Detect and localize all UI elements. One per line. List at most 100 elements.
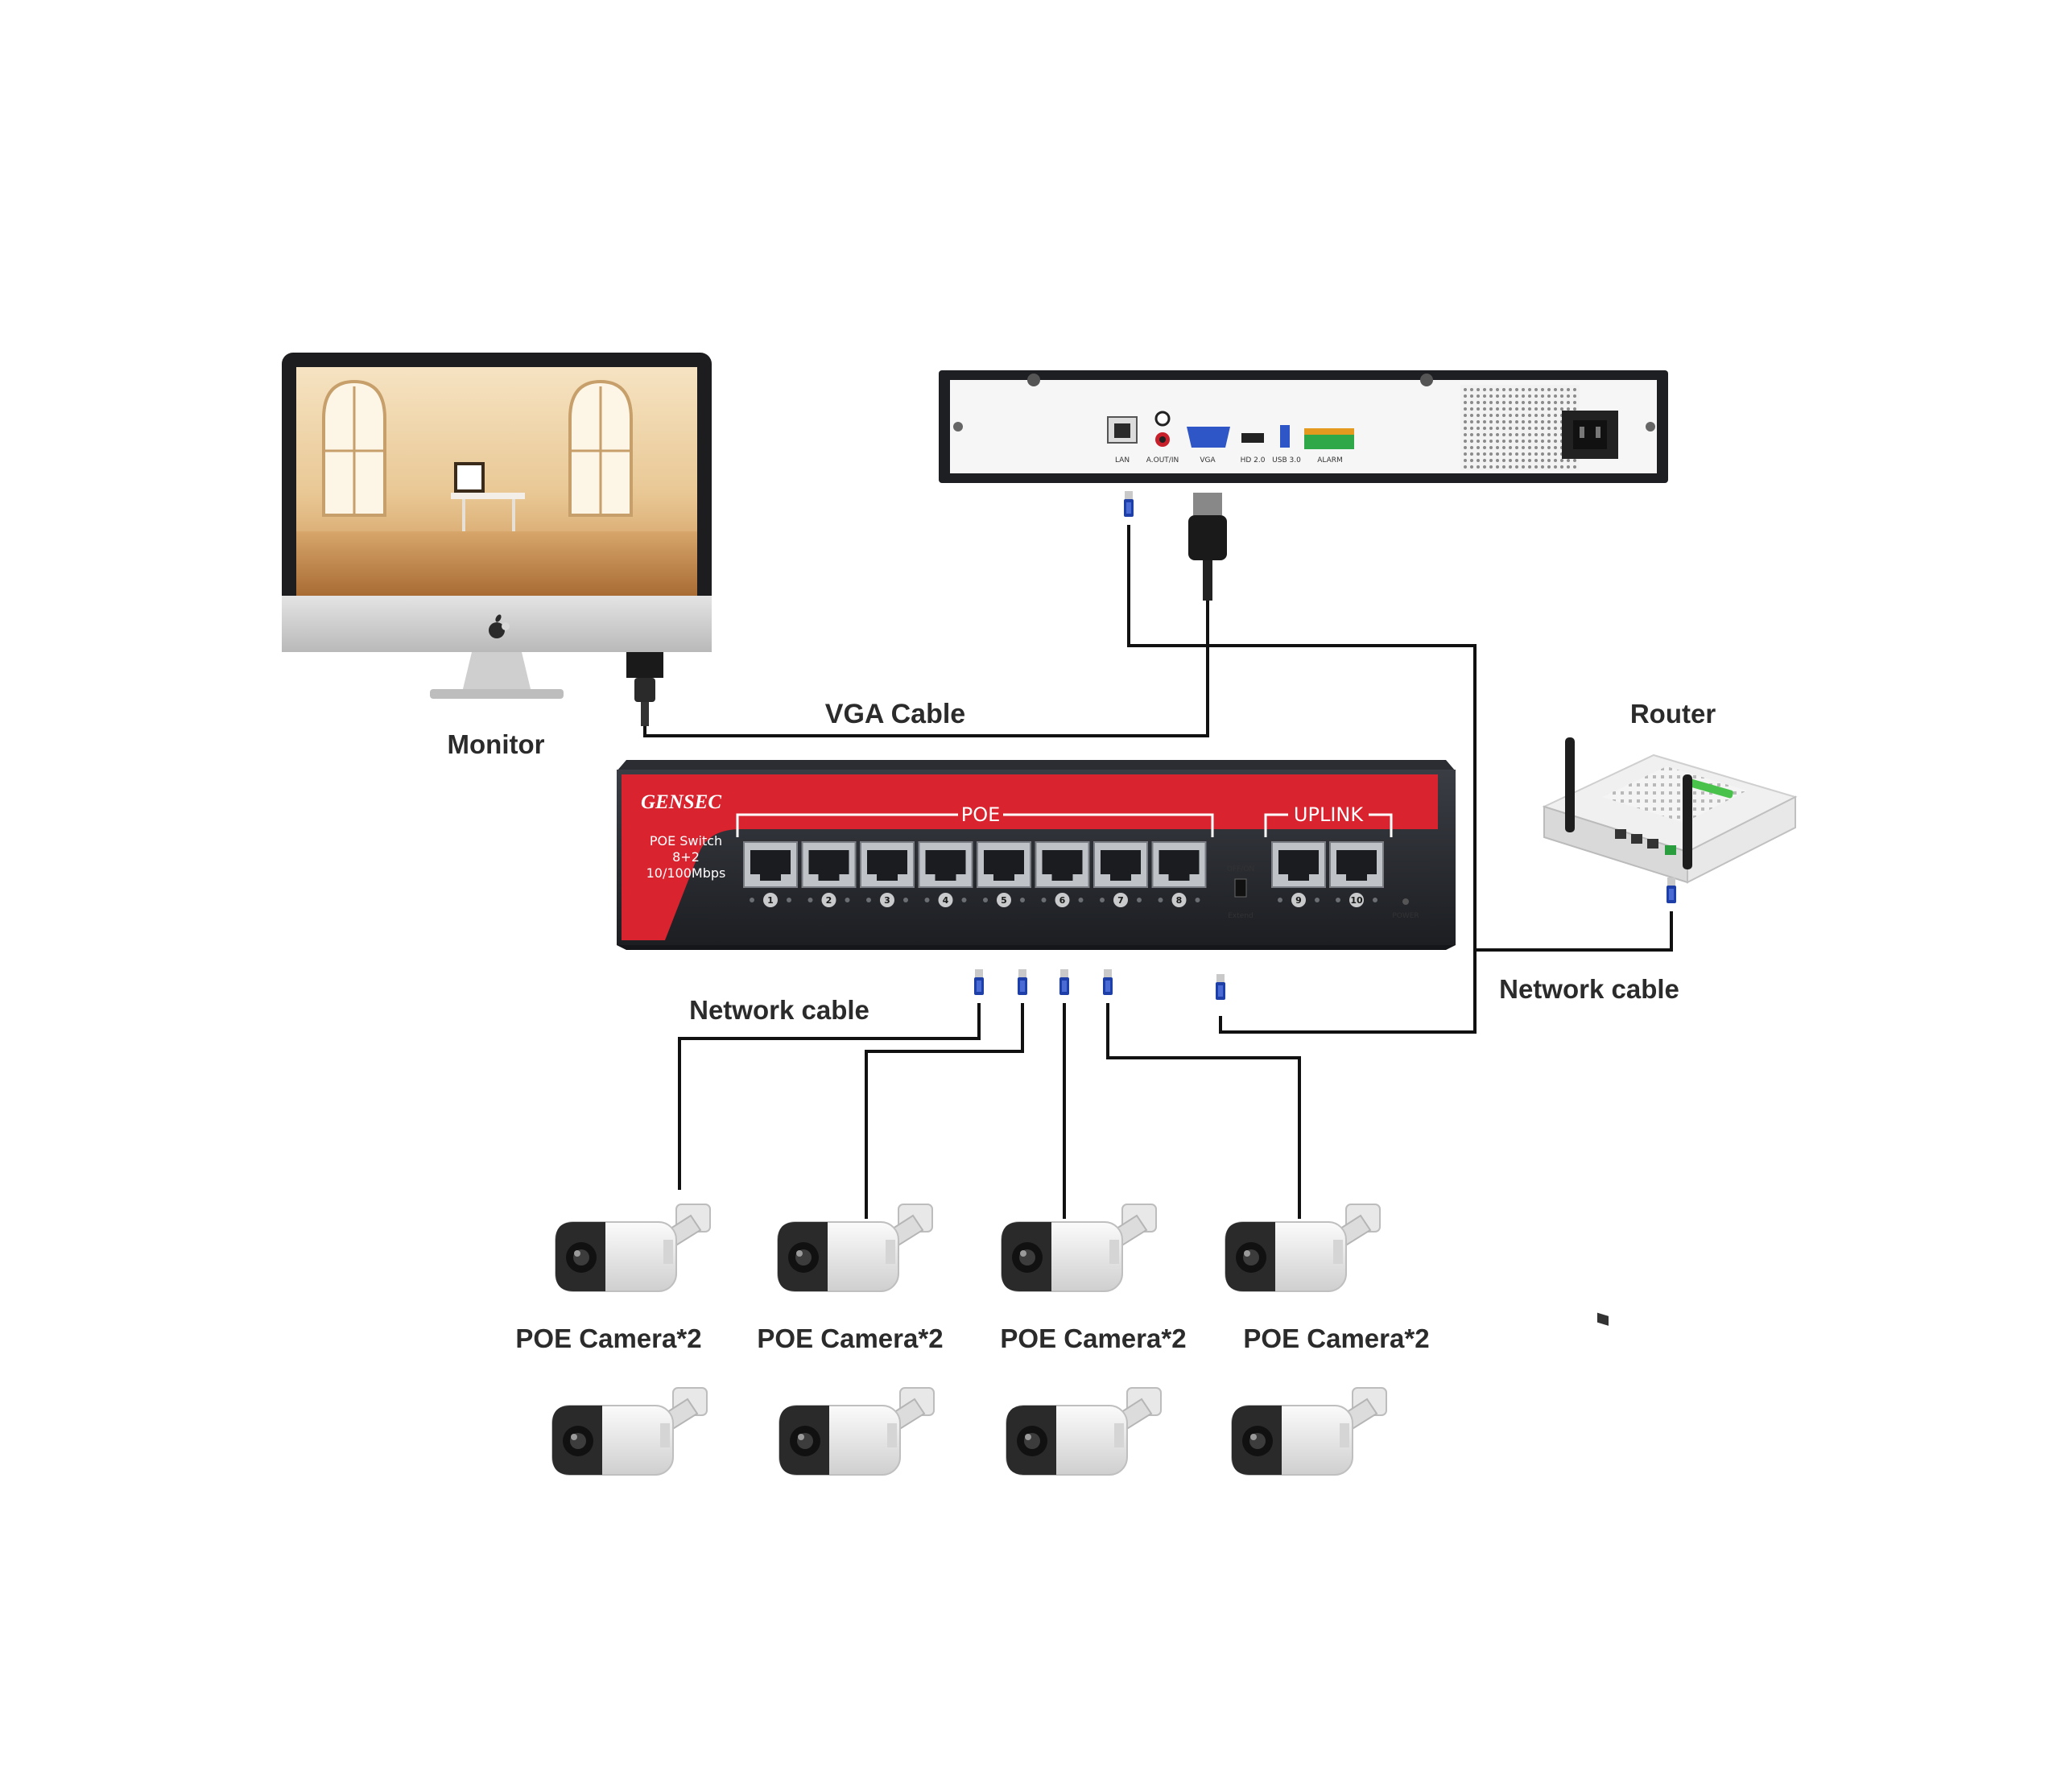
switch-port-led [807,898,813,902]
switch-port-led [1278,898,1282,902]
camera-labels: POE Camera*2 POE Camera*2 POE Camera*2 P… [515,1323,1429,1353]
router-label: Router [1630,699,1716,729]
monitor-label: Monitor [448,729,545,759]
camera-4b [1231,1387,1387,1476]
power-label: POWER [1392,912,1419,920]
switch-plug-4 [1103,969,1113,995]
switch-port-5 [977,841,1031,888]
power-indicator: POWER [1392,898,1419,920]
switch-port-led [1100,898,1105,902]
nvr-audio-ports [1154,411,1171,447]
camera-group-label-4: POE Camera*2 [1243,1323,1429,1353]
switch-port-number: 8 [1176,895,1183,906]
switch-port-number: 2 [826,895,832,906]
switch-port-led [961,898,967,902]
camera-cable-1 [678,1003,981,1190]
screen-table [451,493,525,499]
switch-port-led [1041,898,1047,902]
switch-port-led [1078,898,1084,902]
screen-frame-decor [454,462,485,493]
router-vent-grid [1602,766,1747,823]
camera-group-label-1: POE Camera*2 [515,1323,701,1353]
camera-group-label-2: POE Camera*2 [757,1323,943,1353]
switch-port-led [1020,898,1025,902]
camera-cable-4 [1106,1003,1301,1219]
switch-port-6 [1035,841,1090,888]
camera-2a [777,1204,933,1292]
switch-port-number-badge [1113,893,1128,907]
camera-1b [551,1387,708,1476]
switch-port-number-badge [1055,893,1070,907]
router-leds [1685,778,1733,799]
switch-port-number: 5 [1001,895,1007,906]
screen-window-right [568,379,633,517]
switch-port-number-badge [997,893,1011,907]
vga-connector-monitor [626,652,663,726]
switch-port-10 [1329,841,1384,888]
monitor [282,353,712,726]
nvr-label-alarm: ALARM [1317,456,1343,465]
router-side [1687,795,1796,884]
switch-port-led [845,898,850,902]
switch-bottom [617,945,1456,950]
camera-1a [555,1204,711,1292]
switch-port-2 [801,841,857,888]
switch-port-number: 9 [1295,895,1302,906]
camera-2b [779,1387,935,1476]
nvr-recorder: LAN A.OUT/IN VGA HD 2.0 USB 3.0 ALARM [939,370,1668,601]
switch-plug-3 [1059,969,1069,995]
router [1542,737,1798,1326]
switch-port-led [1373,898,1377,902]
switch-plug-2 [1018,969,1027,995]
screen-floor [296,531,697,596]
nvr-alarm-terminal [1304,428,1354,449]
switch-port-8 [1151,841,1207,888]
camera-row-bottom [551,1387,1387,1476]
camera-4a [1225,1204,1381,1292]
vga-connector-nvr [1188,493,1227,601]
switch-port-number-badge [880,893,894,907]
switch-brand: GENSEC [641,791,721,813]
nvr-network-plug [1124,491,1134,517]
switch-port-led [1336,898,1340,902]
nvr-label-vga: VGA [1200,456,1216,465]
camera-3a [1001,1204,1157,1292]
switch-port-number: 10 [1350,895,1363,906]
switch-port-led [787,898,791,902]
camera-3b [1006,1387,1162,1476]
switch-port-number-badge [1349,893,1364,907]
router-lan-ports [1597,829,1676,1326]
router-uplink-cable [1475,911,1673,952]
switch-port-9 [1271,841,1326,888]
switch-port-led [1195,898,1200,902]
switch-port-number-badge [1171,893,1187,907]
switch-port-led [903,898,908,902]
nvr-uplink-cable [1127,525,1477,1034]
switch-port-number: 4 [943,895,949,906]
network-cable-label-right: Network cable [1499,974,1679,1004]
nvr-vent [1460,385,1580,470]
camera-group-label-3: POE Camera*2 [1000,1323,1186,1353]
switch-plug-uplink [1216,974,1225,1000]
switch-model-line2: 8+2 [672,849,700,865]
switch-port-led [1315,898,1320,902]
nvr-label-hdmi: HD 2.0 [1241,456,1266,465]
switch-port-4 [918,841,973,888]
switch-plug-1 [974,969,984,995]
switch-port-number-badge [938,893,953,907]
extend-switch: OFF/ON Extend [1227,865,1254,920]
switch-model-line1: POE Switch [650,833,722,849]
nvr-vga-port [1187,427,1230,448]
switch-port-number: 6 [1059,895,1066,906]
poe-switch: GENSEC POE Switch 8+2 10/100Mbps POE UPL… [617,760,1456,1000]
switch-port-number: 7 [1117,895,1124,906]
nvr-usb-port [1280,425,1290,448]
nvr-label-lan: LAN [1115,456,1130,465]
switch-port-led [983,898,988,902]
switch-port-led [1137,898,1142,902]
camera-row-top [555,1204,1381,1292]
nvr-label-audio: A.OUT/IN [1146,456,1179,465]
switch-port-1 [743,841,798,888]
